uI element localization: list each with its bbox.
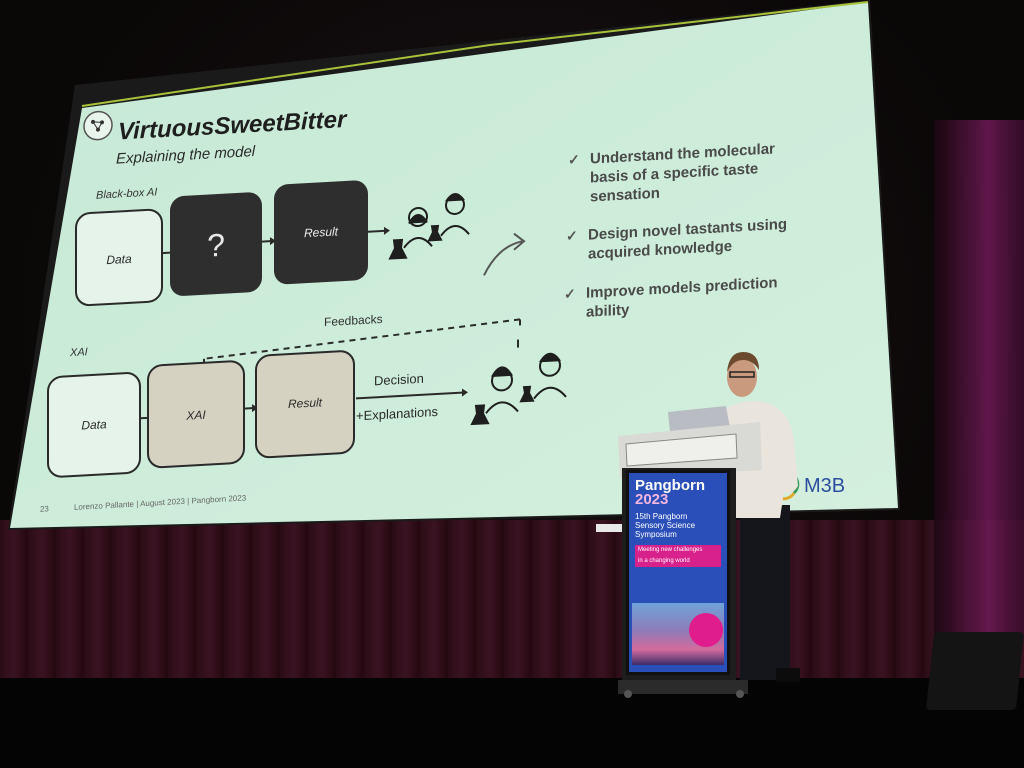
box-data-top (75, 208, 163, 307)
decision-label: Decision (374, 371, 424, 389)
curved-arrow (483, 240, 523, 276)
podium-badge-circle (689, 613, 723, 647)
box-result-top-label: Result (304, 224, 339, 240)
box-xai (147, 360, 245, 469)
box-result-top (274, 180, 368, 285)
podium-subtitle-3: Symposium (635, 530, 677, 539)
scientists-icon-top (388, 192, 470, 260)
scientists-icon-bottom (470, 352, 567, 426)
slide-logo-icon (83, 110, 113, 141)
bullet-check-1: ✓ (568, 151, 580, 168)
bullet-check-3: ✓ (564, 285, 576, 302)
curved-arrow-head (513, 232, 526, 251)
arrow-head-result-scientists-bottom (462, 388, 468, 397)
box-question (170, 192, 262, 296)
stage-monitor-speaker (925, 632, 1024, 710)
feedback-dashed-line-main (203, 318, 521, 360)
box-data-bottom (47, 372, 141, 478)
box-question-label: ? (207, 227, 225, 264)
box-result-bottom-label: Result (288, 395, 323, 411)
section-label-xai: XAI (69, 346, 88, 359)
podium-year: 2023 (635, 491, 669, 508)
podium-subtitle-1: 15th Pangborn (635, 512, 688, 521)
bullet-check-2: ✓ (566, 227, 578, 244)
slide-accent-line (81, 1, 869, 107)
bullet-3-line-2: ability (586, 301, 630, 320)
podium-tagline-2: in a changing world (635, 556, 721, 567)
arrow-head-question-result (270, 237, 276, 246)
box-data-bottom-label: Data (81, 417, 107, 432)
box-data-top-label: Data (106, 252, 132, 267)
explanations-label: +Explanations (356, 404, 438, 424)
slide-page-number: 23 (40, 504, 49, 514)
stage-floor (0, 678, 1024, 768)
box-result-bottom (255, 350, 355, 459)
podium-subtitle-2: Sensory Science (635, 521, 696, 530)
arrow-result-scientists-bottom (356, 391, 462, 400)
box-xai-label: XAI (185, 408, 206, 423)
section-label-blackbox: Black-box AI (96, 186, 157, 201)
stage-curtain (0, 520, 1024, 690)
arrow-result-scientists-top (368, 229, 384, 233)
feedbacks-label: Feedbacks (324, 312, 383, 329)
podium-title: Pangborn (635, 477, 705, 494)
m3b-logo-text: M3B (804, 475, 845, 497)
curtain-pink-light (934, 120, 1024, 640)
bullet-1-line-3: sensation (590, 185, 660, 206)
arrow-head-result-scientists-top (384, 226, 390, 235)
podium-tagline-1: Meeting new challenges (635, 545, 721, 556)
podium-poster: Pangborn 2023 15th Pangborn Sensory Scie… (626, 470, 730, 675)
